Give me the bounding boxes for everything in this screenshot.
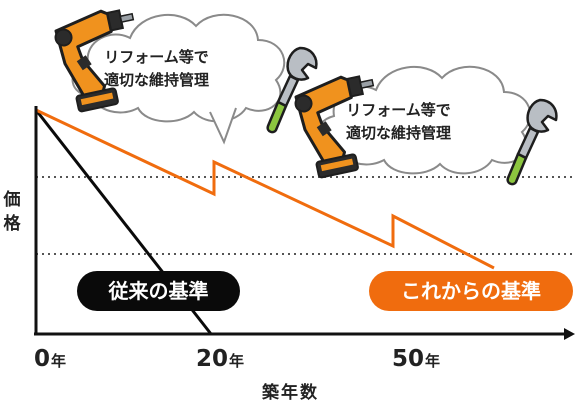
y-axis-label: 価 格 [3,190,21,234]
bubble-text-2: リフォーム等で 適切な維持管理 [346,101,452,142]
axes [34,106,575,340]
tick-0-years: 0年 [34,346,67,372]
speech-bubble-1 [71,13,286,145]
new-standard-line [35,108,495,270]
x-axis-title: 築年数 [262,383,319,403]
bubble-text-1: リフォーム等で 適切な維持管理 [104,48,210,89]
tick-20-years: 20年 [196,346,245,372]
tick-50-years: 50年 [392,346,441,372]
new-standard-label: これからの基準 [369,271,573,311]
conventional-standard-label: 従来の基準 [77,271,240,311]
